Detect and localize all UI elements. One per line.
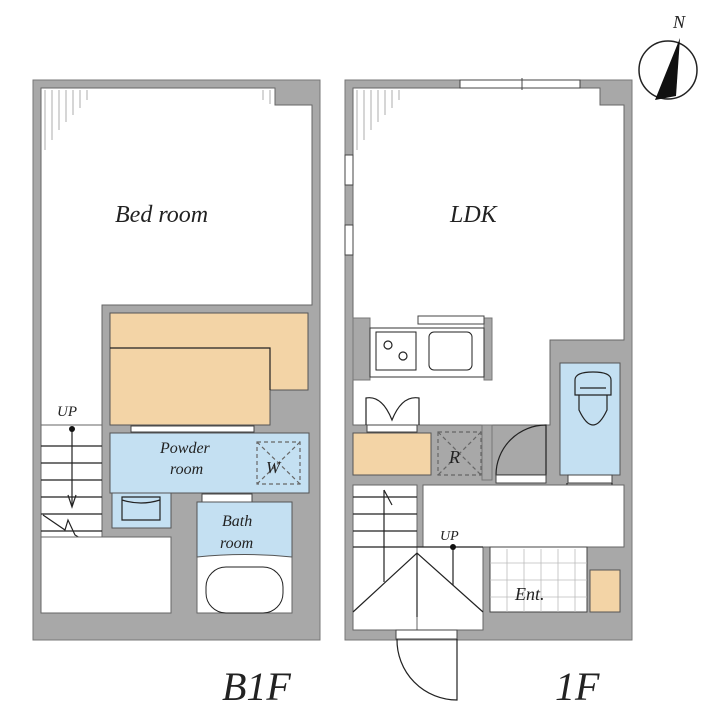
f1-floor-label: 1F [555, 664, 600, 709]
burner-icon [398, 351, 408, 361]
toilet-room [559, 362, 621, 476]
entrance-tiles [490, 549, 587, 612]
powder-window [130, 425, 255, 433]
toilet-door[interactable] [567, 474, 613, 484]
b1f-plan: UP W Powder room Bath room Bed room B1F [32, 79, 321, 709]
washbasin [111, 492, 172, 529]
compass: N [638, 12, 698, 100]
burner-icon [383, 340, 393, 350]
fridge-space [437, 431, 482, 476]
washer-space [256, 441, 301, 485]
powder-room-label-2: room [170, 461, 203, 478]
stove [375, 331, 417, 371]
powder-room-label-1: Powder [159, 440, 211, 457]
fridge-label: R [448, 447, 460, 467]
entrance-label: Ent. [514, 584, 545, 604]
washer-label: W [266, 458, 282, 477]
front-door[interactable] [395, 629, 458, 640]
kitchen-pillar [483, 317, 493, 381]
bath-door[interactable] [201, 493, 253, 503]
north-arrow-icon [655, 38, 680, 100]
f1-stairs-up-label: UP [440, 529, 459, 544]
b1f-storage-room [40, 536, 172, 614]
hall-pillar [481, 424, 493, 481]
kitchen-sink [428, 331, 473, 371]
top-window [459, 79, 581, 89]
left-window-1 [344, 154, 354, 186]
left-window-2 [344, 224, 354, 256]
kitchen-hood [417, 315, 485, 325]
north-label: N [672, 12, 686, 32]
cupboard-doors [365, 397, 420, 425]
shoe-cabinet [589, 569, 621, 613]
bath-room-label-1: Bath [222, 513, 252, 530]
front-door-swing [396, 638, 458, 701]
ldk-label: LDK [449, 202, 499, 228]
bedroom-window-hatch [44, 90, 271, 150]
stair-start-dot [69, 426, 75, 432]
cupboard [352, 432, 432, 476]
bath-floor [196, 501, 293, 558]
hallway [422, 484, 625, 548]
fridge-cross [437, 431, 482, 476]
washbasin-bowl [121, 496, 161, 521]
closet-step-line [110, 347, 271, 390]
ldk-window-hatch [356, 90, 400, 150]
ldk-door[interactable] [495, 474, 547, 484]
toilet [574, 371, 612, 426]
powder-room [109, 432, 310, 494]
bath-room-label-2: room [220, 535, 253, 552]
kitchen-wall [352, 317, 371, 381]
bedroom-label: Bed room [115, 202, 208, 228]
b1f-floor-label: B1F [222, 664, 291, 709]
stair-landing [416, 546, 484, 631]
f1-stairs[interactable] [352, 484, 418, 631]
washer-cross [256, 441, 301, 485]
entrance [489, 546, 588, 613]
f1-plan: R UP Ent. LDK 1F [344, 78, 633, 709]
b1f-stairs-up-label: UP [57, 404, 77, 420]
cupboard-front [366, 424, 418, 433]
f1-stair-treads [352, 489, 484, 617]
stair-start-dot [450, 544, 456, 550]
bathtub [205, 566, 284, 614]
